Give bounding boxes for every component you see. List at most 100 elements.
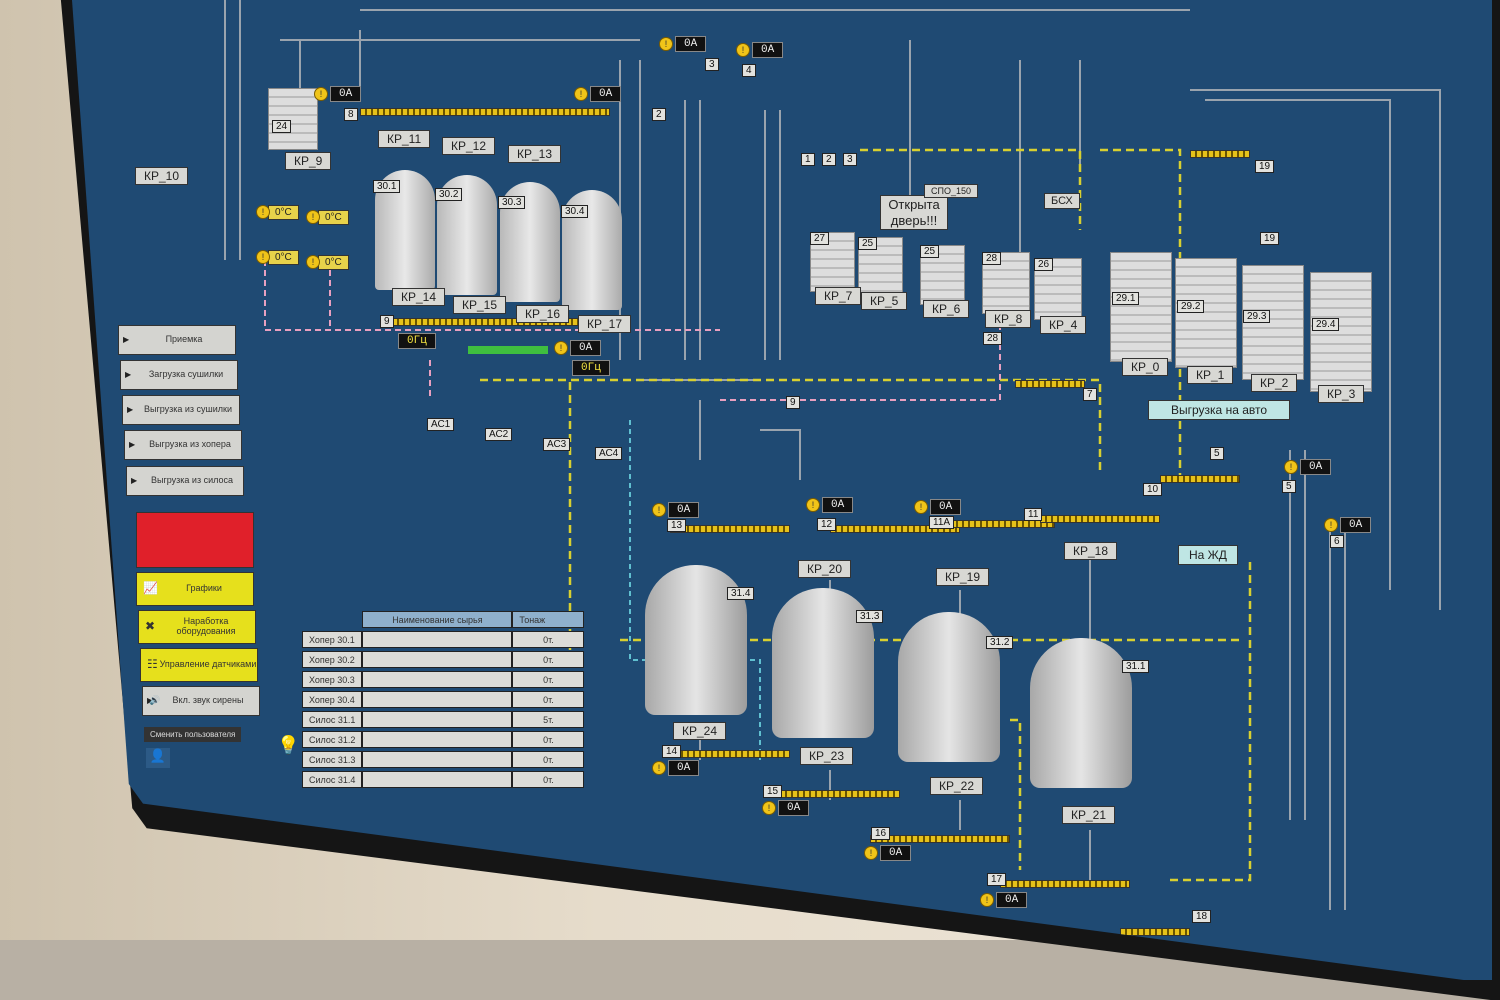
lightbulb-icon[interactable]: 💡: [277, 735, 300, 755]
warning-indicator-icon[interactable]: !: [256, 250, 270, 264]
door-open-alarm: Открыта дверь!!!: [880, 195, 948, 231]
alarm-panel[interactable]: [136, 512, 254, 568]
warning-indicator-icon[interactable]: !: [659, 37, 673, 51]
silo-number: 31.1: [1122, 660, 1150, 673]
row-material[interactable]: [362, 631, 513, 648]
bin-label-кр_14[interactable]: КР_14: [392, 288, 446, 306]
aspirator-label[interactable]: АС1: [427, 418, 455, 431]
menu-reception[interactable]: Приемка: [118, 325, 236, 355]
warning-indicator-icon[interactable]: !: [574, 87, 588, 101]
row-material[interactable]: [362, 771, 513, 788]
menu-dryer-load[interactable]: Загрузка сушилки: [120, 360, 238, 390]
menu-silo-unload[interactable]: Выгрузка из силоса: [126, 466, 244, 496]
warning-indicator-icon[interactable]: !: [762, 801, 776, 815]
screw-conveyor[interactable]: [1000, 880, 1130, 888]
menu-hopper-unload[interactable]: Выгрузка из хопера: [124, 430, 242, 460]
speaker-icon: 🔊: [149, 695, 161, 706]
bin-label-кр_5[interactable]: КР_5: [861, 292, 908, 310]
warning-indicator-icon[interactable]: !: [1324, 518, 1338, 532]
bin-label-кр_7[interactable]: КР_7: [815, 287, 862, 305]
sensor-control-button[interactable]: ☷Управление датчиками: [140, 648, 258, 682]
bin-label-кр_6[interactable]: КР_6: [923, 300, 970, 318]
warning-indicator-icon[interactable]: !: [1284, 460, 1298, 474]
unload-to-truck-button[interactable]: Выгрузка на авто: [1148, 400, 1291, 420]
bin-label-кр_13[interactable]: КР_13: [508, 145, 562, 163]
menu-dryer-unload[interactable]: Выгрузка из сушилки: [122, 395, 240, 425]
warning-indicator-icon[interactable]: !: [914, 500, 928, 514]
screw-conveyor[interactable]: [1190, 150, 1250, 158]
silo-number: 30.2: [435, 188, 463, 201]
row-material[interactable]: [362, 731, 513, 748]
user-icon[interactable]: 👤: [146, 748, 170, 768]
silo-number: 29.4: [1312, 318, 1340, 331]
bin-label-кр_4[interactable]: КР_4: [1040, 316, 1087, 334]
siren-button[interactable]: 🔊 Вкл. звук сирены: [142, 686, 260, 716]
screw-conveyor[interactable]: [945, 520, 1055, 528]
bin-label-кр_12[interactable]: КР_12: [442, 137, 496, 155]
bin-label-кр_19[interactable]: КР_19: [936, 568, 990, 586]
warning-indicator-icon[interactable]: !: [736, 43, 750, 57]
rail-unload-button[interactable]: На ЖД: [1178, 545, 1238, 565]
screw-conveyor[interactable]: [380, 318, 610, 326]
bin-label-кр_24[interactable]: КР_24: [673, 722, 727, 740]
screw-conveyor[interactable]: [870, 835, 1010, 843]
bin-label-кр_11[interactable]: КР_11: [378, 130, 431, 148]
row-material[interactable]: [362, 751, 513, 768]
warning-indicator-icon[interactable]: !: [306, 255, 320, 269]
bin-label-кр_2[interactable]: КР_2: [1251, 374, 1298, 392]
equipment-number: 19: [1255, 160, 1275, 173]
equipment-number: 4: [742, 64, 756, 77]
bin-label-кр_16[interactable]: КР_16: [516, 305, 570, 323]
warning-indicator-icon[interactable]: !: [652, 761, 666, 775]
row-material[interactable]: [362, 671, 513, 688]
row-material[interactable]: [362, 711, 513, 728]
bin-label-кр_20[interactable]: КР_20: [798, 560, 852, 578]
screw-conveyor[interactable]: [1160, 475, 1240, 483]
screw-conveyor[interactable]: [1120, 928, 1190, 936]
bin-label-кр_9[interactable]: КР_9: [285, 152, 332, 170]
warning-indicator-icon[interactable]: !: [652, 503, 666, 517]
screw-conveyor[interactable]: [1015, 380, 1085, 388]
bin-label-кр_22[interactable]: КР_22: [930, 777, 984, 795]
siren-label: Вкл. звук сирены: [172, 695, 244, 706]
screw-conveyor[interactable]: [780, 790, 900, 798]
current-readout: 0A: [778, 800, 810, 816]
bin-label-кр_15[interactable]: КР_15: [453, 296, 507, 314]
warning-indicator-icon[interactable]: !: [314, 87, 328, 101]
bin-label-кр_23[interactable]: КР_23: [800, 747, 854, 765]
current-readout: 0A: [996, 892, 1028, 908]
screw-conveyor[interactable]: [1040, 515, 1160, 523]
aspirator-label[interactable]: АС2: [485, 428, 513, 441]
bin-label-кр_3[interactable]: КР_3: [1318, 385, 1365, 403]
bin-label-кр_10[interactable]: КР_10: [135, 167, 189, 185]
bin-label-кр_18[interactable]: КР_18: [1064, 542, 1118, 560]
aspirator-label[interactable]: АС4: [595, 447, 623, 460]
warning-indicator-icon[interactable]: !: [980, 893, 994, 907]
warning-indicator-icon[interactable]: !: [306, 210, 320, 224]
bin-label-кр_17[interactable]: КР_17: [578, 315, 632, 333]
aspirator-label[interactable]: АС3: [543, 438, 571, 451]
dryer-temperature: 0°C: [318, 210, 349, 225]
warning-indicator-icon[interactable]: !: [864, 846, 878, 860]
bin-label-кр_1[interactable]: КР_1: [1187, 366, 1234, 384]
current-readout: 0A: [1300, 459, 1332, 475]
screw-conveyor[interactable]: [670, 750, 790, 758]
row-material[interactable]: [362, 691, 513, 708]
bin-label-кр_0[interactable]: КР_0: [1122, 358, 1169, 376]
bin-label-кр_8[interactable]: КР_8: [985, 310, 1032, 328]
warning-indicator-icon[interactable]: !: [806, 498, 820, 512]
warning-indicator-icon[interactable]: !: [256, 205, 270, 219]
screw-conveyor[interactable]: [670, 525, 790, 533]
row-material[interactable]: [362, 651, 513, 668]
row-name: Силос 31.4: [302, 771, 363, 788]
equipment-number: 16: [871, 827, 891, 840]
equipment-hours-button[interactable]: ✖Наработка оборудования: [138, 610, 256, 644]
charts-button[interactable]: 📈Графики: [136, 572, 254, 606]
screw-conveyor[interactable]: [360, 108, 610, 116]
warning-indicator-icon[interactable]: !: [554, 341, 568, 355]
bin-label-кр_21[interactable]: КР_21: [1062, 806, 1116, 824]
large-silo: [1030, 638, 1132, 788]
switch-user-tooltip[interactable]: Сменить пользователя: [144, 727, 242, 742]
